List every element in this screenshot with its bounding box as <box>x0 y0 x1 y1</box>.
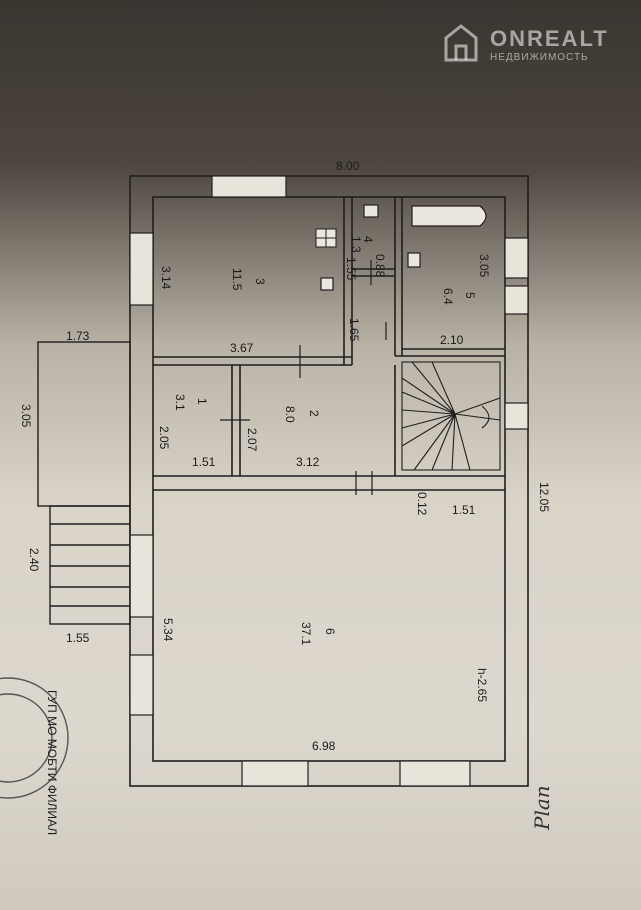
dim-stairs-depth: 2.40 <box>27 548 41 572</box>
dim-wall-thickness: 0.12 <box>415 492 429 516</box>
windows <box>129 175 529 787</box>
dim-room1-width: 1.51 <box>192 455 216 469</box>
dim-room3-width: 3.67 <box>230 341 254 355</box>
room-4-area: 1.3 <box>349 236 363 253</box>
room-6-area: 37.1 <box>299 622 313 646</box>
dim-room6-width: 6.98 <box>312 739 336 753</box>
signature: Plan <box>530 785 554 830</box>
dim-room2-width: 3.12 <box>296 455 320 469</box>
watermark-title: ONREALT <box>490 26 609 51</box>
dim-corridor-vertical: 1.65 <box>347 318 361 342</box>
room-6-number: 6 <box>323 628 337 635</box>
stove <box>315 228 337 248</box>
dim-right-height: 12.05 <box>537 482 551 512</box>
dim-room4-b: 1.55 <box>344 257 358 281</box>
room-3-area: 11.5 <box>230 268 244 291</box>
toilet <box>320 204 421 291</box>
dim-top-width: 8.00 <box>336 159 360 173</box>
dim-room3-depth: 3.14 <box>159 266 173 290</box>
staircase <box>401 361 501 471</box>
dim-stair-gap: 1.51 <box>452 503 476 517</box>
room-1-number: 1 <box>195 398 209 405</box>
stamp-text: ГУП МО МОБТИ ФИЛИАЛ <box>45 690 59 835</box>
ceiling-height: h-2.65 <box>475 668 489 702</box>
dim-room5-width: 2.10 <box>440 333 464 347</box>
dim-room6-depth: 5.34 <box>161 618 175 642</box>
dim-room1-depth: 2.05 <box>157 426 171 450</box>
room-3-number: 3 <box>253 278 267 285</box>
interior-walls <box>153 197 505 491</box>
doors <box>220 260 387 495</box>
room-4-number: 4 <box>361 236 375 243</box>
dim-porch-width: 1.73 <box>66 329 90 343</box>
dim-stairs-width: 1.55 <box>66 631 90 645</box>
stamp <box>0 677 69 799</box>
watermark-subtitle: НЕДВИЖИМОСТЬ <box>490 52 589 63</box>
bathtub <box>411 205 487 227</box>
house-logo-icon <box>444 24 478 62</box>
dim-room2-depth: 2.07 <box>245 428 259 452</box>
outer-walls <box>129 175 529 787</box>
dim-room5-depth: 3.05 <box>477 254 491 278</box>
room-2-number: 2 <box>307 410 321 417</box>
room-5-area: 6.4 <box>441 288 455 305</box>
room-5-number: 5 <box>463 292 477 299</box>
room-2-area: 8.0 <box>283 406 297 423</box>
dim-room4-a: 0.88 <box>373 254 387 278</box>
room-1-area: 3.1 <box>173 394 187 411</box>
porch <box>37 341 131 625</box>
dim-porch-depth: 3.05 <box>19 404 33 428</box>
